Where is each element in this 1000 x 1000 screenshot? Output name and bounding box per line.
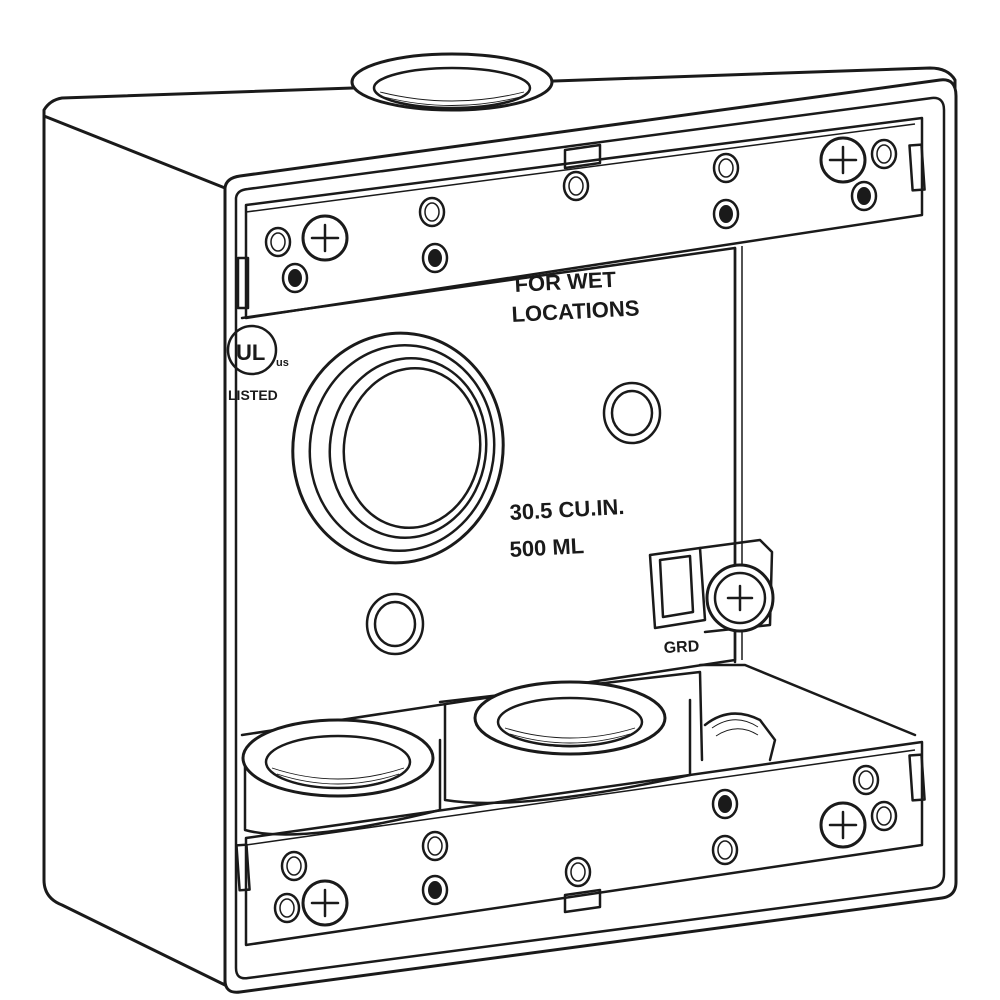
ul-listed-mark-icon: UL us LISTED bbox=[226, 324, 289, 403]
bottom-ear-holes bbox=[273, 764, 898, 924]
box-inner-rim bbox=[234, 96, 946, 980]
knockout-right bbox=[602, 381, 662, 445]
phillips-screw-icon bbox=[301, 879, 349, 927]
volume-cu-label: 30.5 CU.IN. bbox=[509, 494, 625, 525]
phillips-screw-icon bbox=[819, 136, 867, 184]
center-threaded-hub bbox=[291, 331, 505, 565]
bottom-left-hub bbox=[241, 718, 442, 836]
bottom-middle-hub bbox=[438, 670, 704, 805]
top-mounting-ear bbox=[244, 116, 926, 320]
ground-label: GRD bbox=[663, 638, 699, 657]
ul-us-text: us bbox=[276, 357, 289, 369]
ul-listed-text: LISTED bbox=[228, 387, 278, 403]
volume-ml-label: 500 ML bbox=[509, 533, 585, 562]
phillips-screw-icon bbox=[819, 801, 867, 849]
ul-mark-text: UL bbox=[236, 340, 265, 365]
bottom-right-stub bbox=[703, 712, 777, 762]
knockout-lower bbox=[365, 592, 425, 656]
top-ear-holes bbox=[264, 138, 898, 294]
left-tab bbox=[236, 256, 250, 310]
ground-screw-icon bbox=[648, 538, 775, 634]
wet-label-line1: FOR WET bbox=[514, 267, 617, 297]
bottom-mounting-ear bbox=[235, 740, 926, 947]
box-left-face bbox=[42, 114, 227, 987]
phillips-screw-icon bbox=[301, 214, 349, 262]
bottom-interior-edge bbox=[698, 663, 917, 737]
top-threaded-hole bbox=[350, 52, 554, 112]
